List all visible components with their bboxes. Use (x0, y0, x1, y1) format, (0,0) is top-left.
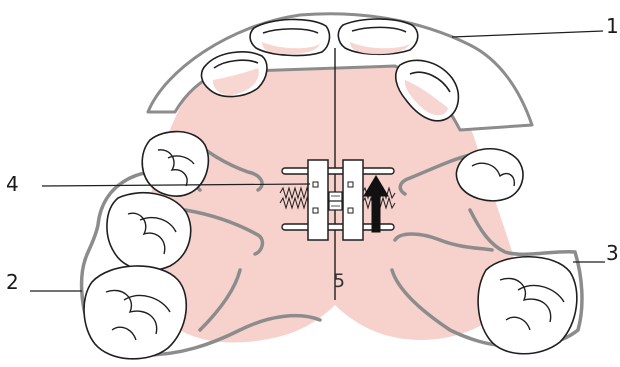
left-molar (84, 266, 186, 359)
leader-line-1 (452, 31, 603, 37)
left-premolar-lower (107, 193, 191, 271)
midline-label-5: 5 (333, 270, 345, 292)
left-premolar-upper (142, 132, 208, 197)
callout-label-4: 4 (6, 172, 19, 196)
right-premolar (456, 149, 523, 201)
callout-label-2: 2 (6, 270, 19, 294)
callout-label-1: 1 (606, 14, 619, 38)
callout-label-3: 3 (606, 241, 619, 265)
right-molar (478, 257, 577, 354)
